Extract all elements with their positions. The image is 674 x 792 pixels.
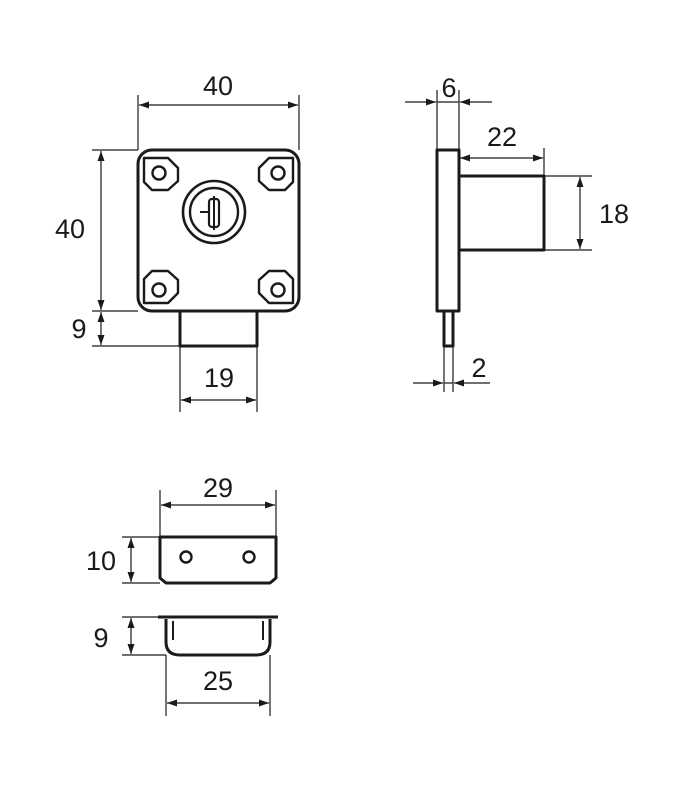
- dim-front-bolt-height: 9: [71, 314, 86, 344]
- key-cylinder: [181, 179, 247, 245]
- side-view: 6 22 18 2: [405, 73, 629, 392]
- side-body: [457, 174, 546, 252]
- bolt-front: [178, 309, 259, 348]
- strike-plate-view: 29 10 9 25: [86, 473, 278, 716]
- dim-strike-box-width: 25: [203, 666, 233, 696]
- dim-front-height: 40: [55, 214, 85, 244]
- screw-hole-top-right: [257, 156, 295, 192]
- dim-side-plate-thickness: 6: [441, 73, 456, 103]
- screw-hole-bottom-left: [142, 269, 180, 305]
- dim-side-body-depth: 22: [487, 122, 517, 152]
- dim-side-bolt-thickness: 2: [471, 353, 486, 383]
- dim-front-bolt-width: 19: [204, 363, 234, 393]
- strike-box: [164, 619, 272, 657]
- dim-strike-box-height: 9: [93, 623, 108, 653]
- lock-body-front: [136, 148, 301, 313]
- screw-hole-top-left: [142, 156, 180, 192]
- dim-front-width: 40: [203, 71, 233, 101]
- side-bolt: [442, 309, 455, 348]
- strike-plate: [158, 535, 278, 585]
- dim-strike-plate-width: 29: [203, 473, 233, 503]
- strike-hole-left: [179, 550, 193, 564]
- strike-hole-right: [242, 550, 256, 564]
- dim-side-body-height: 18: [599, 199, 629, 229]
- dim-strike-plate-height: 10: [86, 546, 116, 576]
- screw-hole-bottom-right: [257, 269, 295, 305]
- front-view: 40 40 9 19: [55, 71, 301, 412]
- side-plate: [435, 148, 461, 313]
